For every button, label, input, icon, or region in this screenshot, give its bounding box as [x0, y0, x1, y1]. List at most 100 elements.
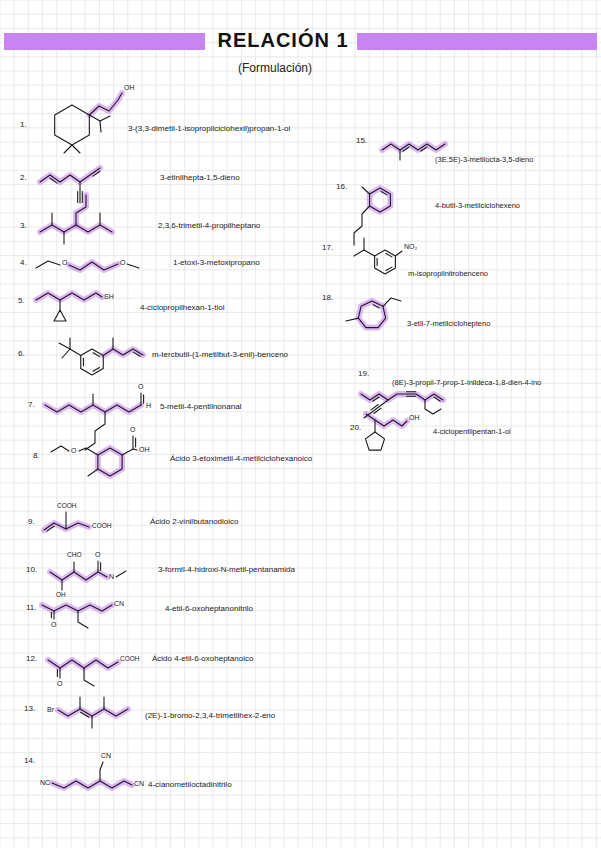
grid-line — [0, 710, 601, 711]
grid-line — [0, 142, 601, 143]
bond-line — [72, 145, 80, 153]
bond-line — [366, 414, 407, 426]
bond-line — [373, 397, 379, 401]
formula-label: 1-etoxi-3-metoxipropano — [173, 259, 260, 267]
bond-line — [47, 526, 54, 531]
formula-label: 4-cianometiloctadinitrilo — [148, 781, 232, 789]
bond-line — [73, 562, 74, 572]
grid-line — [0, 269, 601, 270]
bond-line — [63, 232, 64, 244]
grid-line — [0, 184, 601, 185]
title-banner — [4, 33, 205, 50]
formula-label: NO₂ — [404, 243, 417, 250]
grid-line — [440, 0, 441, 848]
bond-line — [386, 267, 392, 270]
bond-line — [79, 697, 80, 709]
grid-line — [0, 426, 601, 427]
formula-label: 3-formil-4-hidroxi-N-metil-pentanamida — [158, 566, 295, 574]
bond-line — [375, 250, 396, 274]
grid-line — [0, 170, 601, 171]
formula-label: (2E)-1-bromo-2,3,4-trimetilhex-2-eno — [145, 712, 275, 720]
bond-line — [89, 93, 122, 115]
grid-line — [0, 241, 601, 242]
formula-label: 11. — [26, 604, 37, 612]
grid-line — [71, 0, 72, 848]
grid-line — [0, 468, 601, 469]
chain-highlight — [382, 144, 445, 150]
grid-line — [497, 0, 498, 848]
grid-line — [0, 127, 601, 128]
bond-line — [103, 349, 143, 356]
chain-highlight — [36, 293, 102, 300]
bond-line — [132, 436, 133, 449]
bond-line — [61, 580, 62, 590]
chain-highlight — [42, 605, 112, 611]
grid-line — [0, 511, 601, 512]
skeletal-formulas — [36, 93, 445, 788]
formula-label: CHO — [67, 552, 81, 559]
grid-line — [0, 639, 601, 640]
bond-line — [374, 420, 375, 432]
grid-line — [298, 0, 299, 848]
grid-line — [0, 766, 601, 767]
bond-line — [62, 349, 70, 358]
formula-label: O — [57, 680, 62, 687]
bond-line — [51, 612, 52, 618]
bond-line — [93, 368, 100, 372]
bond-line — [354, 206, 370, 245]
formula-label: 16. — [336, 183, 347, 191]
bond-line — [386, 253, 392, 256]
grid-line — [0, 312, 601, 313]
bond-line — [80, 712, 88, 717]
grid-line — [411, 0, 412, 848]
formula-label: O — [51, 621, 56, 628]
formula-label: SH — [104, 293, 114, 300]
grid-line — [0, 0, 601, 1]
chain-highlight — [370, 188, 391, 212]
formula-label: CN — [101, 752, 111, 759]
chain-highlight — [50, 572, 107, 580]
chain-highlight — [103, 349, 143, 356]
grid-line — [42, 0, 43, 848]
grid-line — [0, 440, 601, 441]
grid-line — [0, 539, 601, 540]
grid-line — [0, 340, 601, 341]
formula-label: CN — [114, 600, 124, 607]
bond-line — [51, 446, 69, 452]
formula-label: 3-etil-7-metilciclohepteno — [407, 320, 490, 328]
formula-label: 5-metil-4-pentilnonanal — [160, 403, 241, 411]
formula-label: COOH — [92, 523, 112, 530]
formula-label: COOH — [120, 656, 140, 663]
formula-label: O — [130, 426, 135, 433]
grid-line — [539, 0, 540, 848]
formula-label: Br — [47, 706, 54, 713]
grid-line — [0, 809, 601, 810]
bond-line — [84, 668, 94, 686]
bond-line — [70, 349, 81, 356]
grid-line — [0, 497, 601, 498]
grid-line — [0, 56, 601, 57]
formula-label: 6. — [18, 350, 25, 358]
bond-line — [140, 393, 141, 405]
grid-line — [326, 0, 327, 848]
bond-line — [82, 192, 83, 203]
bond-line — [407, 396, 416, 397]
bond-line — [50, 178, 57, 183]
grid-line — [0, 596, 601, 597]
chain-highlight — [89, 93, 122, 115]
formula-label: m-tercbutil-(1-metilbut-3-enil)-benceno — [152, 351, 288, 359]
bond-line — [98, 448, 122, 476]
formula-label: Ácido 4-etil-6-oxoheptanoico — [152, 655, 253, 663]
grid-line — [0, 198, 601, 199]
bond-line — [40, 168, 100, 182]
chain-highlight — [48, 660, 118, 668]
bond-line — [59, 300, 60, 310]
bond-line — [85, 412, 105, 450]
grid-line — [0, 738, 601, 739]
grid-line — [0, 823, 601, 824]
page-title: RELACIÓN 1 — [217, 30, 348, 50]
bond-line — [383, 298, 401, 306]
formula-label: OH — [139, 446, 150, 453]
bond-line — [434, 397, 440, 401]
